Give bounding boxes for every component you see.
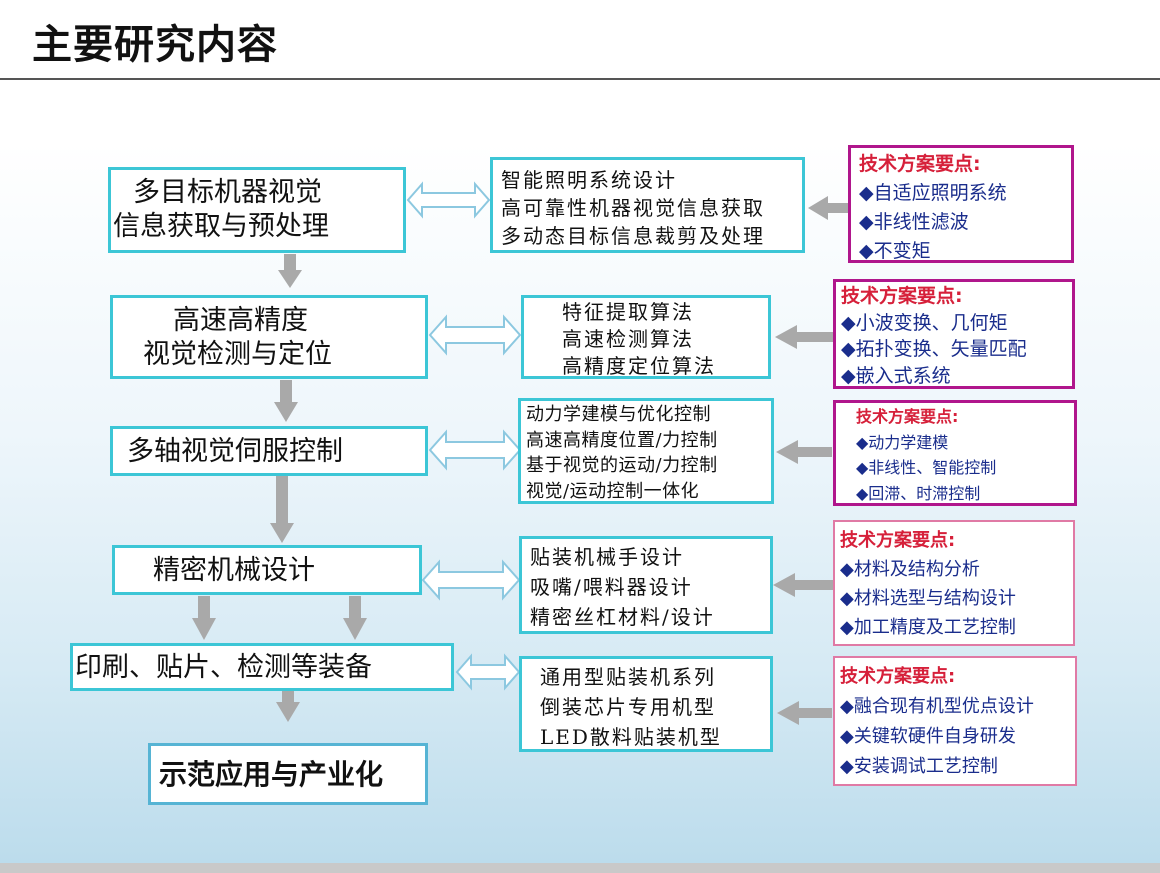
tech-5-heading: 技术方案要点:	[840, 666, 956, 687]
left-arrow-5	[777, 701, 832, 725]
double-arrow-4	[421, 559, 521, 601]
left-arrow-3	[776, 440, 832, 464]
research-4-item-1: 贴装机械手设计	[530, 545, 684, 569]
tech-1-heading: 技术方案要点:	[859, 153, 981, 175]
step-4-line-1: 精密机械设计	[153, 555, 315, 586]
tech-2-heading: 技术方案要点:	[841, 285, 963, 307]
slide-footer-bar	[0, 863, 1160, 873]
tech-3-item-2: ◆非线性、智能控制	[856, 458, 997, 477]
step-1-line-1: 多目标机器视觉	[133, 177, 322, 208]
step-2-line-2: 视觉检测与定位	[143, 339, 332, 370]
double-arrow-2	[428, 314, 522, 356]
step-5-line-1: 印刷、贴片、检测等装备	[75, 652, 372, 683]
tech-5-item-2: ◆关键软硬件自身研发	[840, 726, 1016, 747]
slide-header: 主要研究内容	[0, 0, 1160, 80]
research-box-1: 智能照明系统设计 高可靠性机器视觉信息获取 多动态目标信息裁剪及处理	[490, 157, 805, 253]
tech-4-item-1: ◆材料及结构分析	[840, 559, 980, 580]
research-2-item-1: 特征提取算法	[562, 300, 694, 324]
research-box-3: 动力学建模与优化控制 高速高精度位置/力控制 基于视觉的运动/力控制 视觉/运动…	[518, 398, 774, 504]
tech-box-3: 技术方案要点: ◆动力学建模 ◆非线性、智能控制 ◆回滞、时滞控制	[833, 400, 1077, 506]
tech-box-4: 技术方案要点: ◆材料及结构分析 ◆材料选型与结构设计 ◆加工精度及工艺控制	[833, 520, 1075, 646]
step-6-line-1: 示范应用与产业化	[159, 758, 384, 791]
step-3-box: 多轴视觉伺服控制	[110, 426, 428, 476]
step-1-line-2: 信息获取与预处理	[113, 211, 329, 242]
research-2-item-2: 高速检测算法	[562, 327, 694, 351]
down-arrow-1	[278, 254, 302, 288]
research-5-item-2: 倒装芯片专用机型	[540, 695, 716, 719]
tech-1-item-3: ◆不变矩	[859, 240, 931, 262]
tech-3-item-1: ◆动力学建模	[856, 432, 949, 452]
tech-2-item-3: ◆嵌入式系统	[841, 364, 951, 387]
tech-4-item-3: ◆加工精度及工艺控制	[840, 617, 1016, 638]
tech-2-item-2: ◆拓扑变换、矢量匹配	[841, 338, 1027, 360]
research-3-item-1: 动力学建模与优化控制	[526, 404, 711, 425]
tech-box-2: 技术方案要点: ◆小波变换、几何矩 ◆拓扑变换、矢量匹配 ◆嵌入式系统	[833, 279, 1075, 389]
research-box-5: 通用型贴装机系列 倒装芯片专用机型 LED散料贴装机型	[519, 656, 773, 752]
research-4-item-3: 精密丝杠材料/设计	[530, 605, 715, 629]
research-1-item-3: 多动态目标信息裁剪及处理	[501, 224, 765, 248]
step-4-box: 精密机械设计	[112, 545, 422, 595]
down-arrow-2	[274, 380, 298, 422]
tech-3-heading: 技术方案要点:	[856, 407, 959, 426]
tech-1-item-1: ◆自适应照明系统	[859, 182, 1007, 204]
step-6-box: 示范应用与产业化	[148, 743, 428, 805]
tech-5-item-1: ◆融合现有机型优点设计	[840, 696, 1034, 717]
slide-title: 主要研究内容	[32, 22, 278, 68]
step-1-box: 多目标机器视觉 信息获取与预处理	[108, 167, 406, 253]
research-1-item-2: 高可靠性机器视觉信息获取	[501, 196, 765, 220]
research-2-item-3: 高精度定位算法	[562, 354, 716, 378]
tech-5-item-3: ◆安装调试工艺控制	[840, 756, 998, 777]
research-4-item-2: 吸嘴/喂料器设计	[530, 575, 693, 599]
research-1-item-1: 智能照明系统设计	[501, 168, 677, 192]
research-5-item-1: 通用型贴装机系列	[540, 665, 716, 689]
research-5-item-3: LED散料贴装机型	[540, 725, 722, 749]
tech-2-item-1: ◆小波变换、几何矩	[841, 311, 1008, 334]
step-2-box: 高速高精度 视觉检测与定位	[110, 295, 428, 379]
research-3-item-2: 高速高精度位置/力控制	[526, 429, 718, 451]
research-3-item-4: 视觉/运动控制一体化	[526, 480, 700, 502]
double-arrow-3	[428, 429, 522, 471]
step-3-line-1: 多轴视觉伺服控制	[127, 436, 343, 467]
tech-4-item-2: ◆材料选型与结构设计	[840, 588, 1016, 609]
down-arrow-3	[270, 475, 294, 543]
down-arrow-5	[276, 688, 300, 722]
research-3-item-3: 基于视觉的运动/力控制	[526, 455, 718, 476]
step-5-box: 印刷、贴片、检测等装备	[70, 643, 454, 691]
research-box-4: 贴装机械手设计 吸嘴/喂料器设计 精密丝杠材料/设计	[519, 536, 773, 634]
tech-3-item-3: ◆回滞、时滞控制	[856, 483, 981, 503]
research-box-2: 特征提取算法 高速检测算法 高精度定位算法	[521, 295, 771, 379]
double-arrow-5	[455, 653, 521, 691]
left-arrow-1	[808, 196, 848, 220]
down-arrow-4b	[343, 596, 367, 640]
tech-box-1: 技术方案要点: ◆自适应照明系统 ◆非线性滤波 ◆不变矩	[848, 145, 1074, 263]
tech-4-heading: 技术方案要点:	[840, 530, 956, 551]
double-arrow-1	[406, 181, 491, 219]
tech-box-5: 技术方案要点: ◆融合现有机型优点设计 ◆关键软硬件自身研发 ◆安装调试工艺控制	[833, 656, 1077, 786]
tech-1-item-2: ◆非线性滤波	[859, 211, 969, 233]
step-2-line-1: 高速高精度	[173, 305, 308, 336]
left-arrow-4	[773, 573, 835, 597]
left-arrow-2	[775, 325, 833, 349]
down-arrow-4a	[192, 596, 216, 640]
